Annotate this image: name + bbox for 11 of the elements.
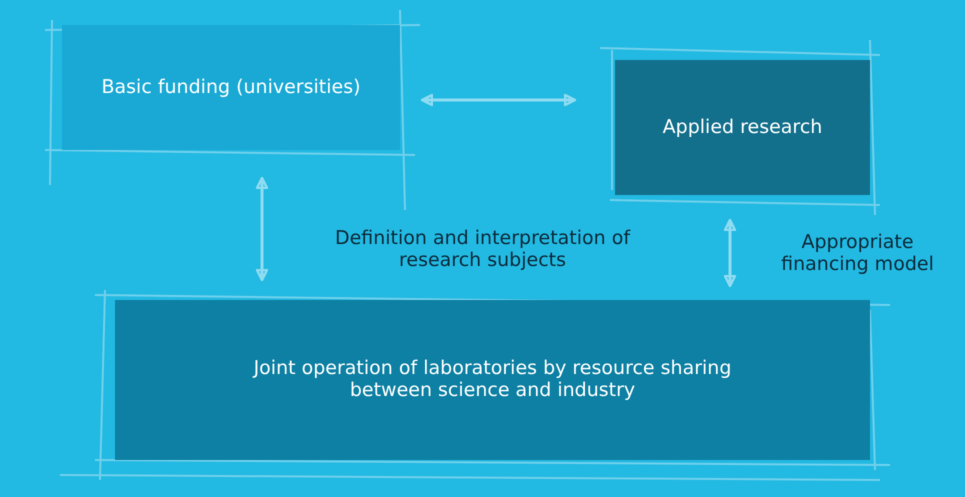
note-text: Definition and interpretation of research subjects <box>334 228 632 272</box>
note-text: Appropriate financing model <box>780 232 935 276</box>
process-box <box>62 25 400 150</box>
double-arrow <box>724 218 736 288</box>
box-label: Basic funding (universities) <box>101 76 361 98</box>
box-label: Applied research <box>662 116 822 138</box>
double-arrow <box>256 176 268 282</box>
process-box <box>115 300 870 460</box>
box-label: Joint operation of laboratories by resource sharing between science and industry <box>252 358 732 402</box>
double-arrow <box>420 94 576 106</box>
process-box <box>615 60 870 195</box>
